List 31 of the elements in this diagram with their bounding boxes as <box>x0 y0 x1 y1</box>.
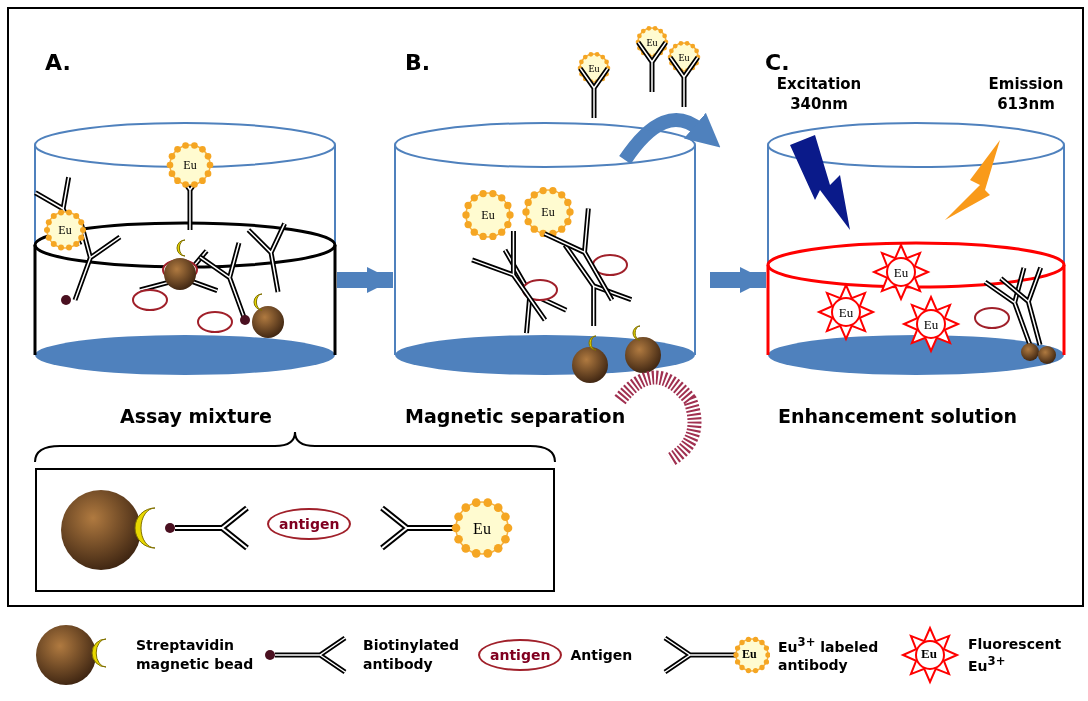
eu-label: Eu <box>893 264 909 280</box>
panel-letter: C. <box>765 50 790 75</box>
inset-box <box>35 468 555 592</box>
panel-letter: A. <box>45 50 71 75</box>
block-arrow <box>337 267 393 293</box>
eu-label: Eu <box>58 223 72 238</box>
legend-text: Streptavidin magnetic bead <box>136 636 255 674</box>
eu-label: Eu <box>541 205 555 220</box>
eu-label: Eu <box>646 36 658 48</box>
legend-text: Biotinylated antibody <box>363 636 461 674</box>
eu-label: Eu <box>838 304 854 320</box>
wavelength-label: Emission 613nm <box>987 75 1065 114</box>
eu-label: Eu <box>588 62 600 74</box>
antigen-symbol: antigen <box>267 508 352 540</box>
eu-label: Eu <box>481 208 495 223</box>
legend-text: Fluorescent Eu$^{3+}$ <box>968 634 1063 676</box>
panel-letter: B. <box>405 50 431 75</box>
eu-label: Eu <box>183 158 197 173</box>
block-arrow <box>710 267 766 293</box>
eu-label: Eu <box>678 51 690 63</box>
eu-label: Eu <box>921 646 937 662</box>
eu-label: Eu <box>742 647 757 662</box>
legend-text: Antigen <box>570 645 634 665</box>
eu-label: Eu <box>923 316 939 332</box>
eu-label: Eu <box>473 520 491 537</box>
panel-caption: Magnetic separation <box>405 405 626 427</box>
panel-caption: Assay mixture <box>120 405 272 427</box>
legend-text: Eu$^{3+}$ labeled antibody <box>778 634 880 676</box>
wavelength-label: Excitation 340nm <box>775 75 863 114</box>
antigen-symbol: antigen <box>478 639 563 671</box>
panel-caption: Enhancement solution <box>778 405 1017 427</box>
